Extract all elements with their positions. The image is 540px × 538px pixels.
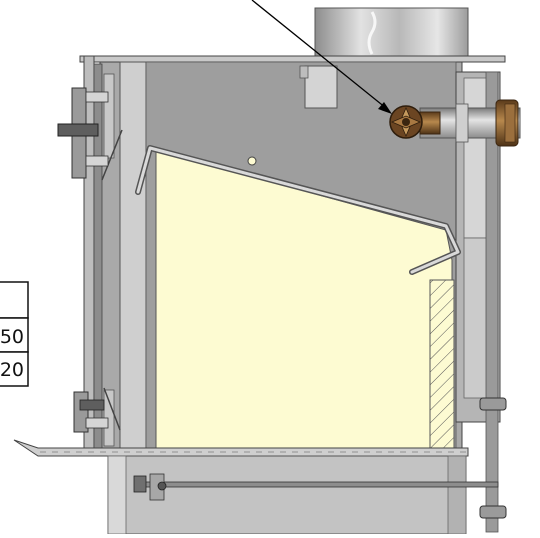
top-bracket (299, 65, 338, 109)
air-control-rod (133, 473, 499, 501)
door-hinge-top (57, 87, 109, 179)
ash-compartment (107, 455, 467, 535)
firebrick (429, 279, 455, 449)
table-cell-1: 50 (0, 326, 24, 348)
bottom-plate (13, 439, 469, 457)
flue-collar (314, 7, 469, 59)
top-plate (79, 55, 506, 63)
valve (389, 105, 441, 139)
value-table: 50 20 (0, 281, 29, 387)
baffle-plate (135, 145, 461, 275)
door-hinge-bottom (73, 391, 109, 433)
pointer-arrow (251, 0, 392, 114)
table-cell-2: 20 (0, 359, 24, 381)
rear-clamps (479, 397, 507, 519)
